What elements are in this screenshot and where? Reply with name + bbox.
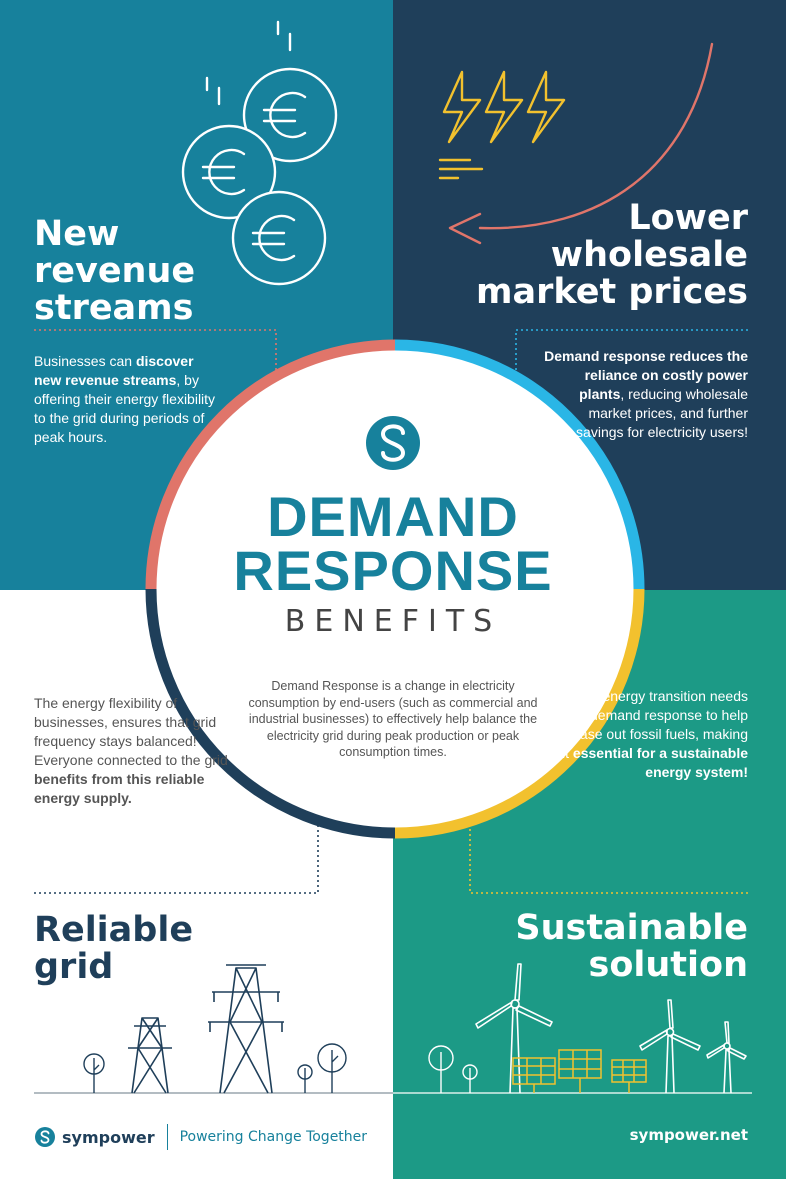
solar-panel-icon — [512, 1057, 556, 1093]
center-circle — [150, 344, 640, 834]
power-pylon-icon — [208, 964, 284, 1094]
tagline: Powering Change Together — [179, 1129, 368, 1145]
dotted-connector-grid — [34, 818, 319, 894]
title-line-response: RESPONSE — [233, 539, 553, 602]
speed-lines — [438, 158, 484, 180]
title-benefits: BENEFITS — [284, 604, 502, 639]
grid-text: The energy flexibility of businesses, en… — [34, 695, 228, 806]
lightning-bolt-icon — [526, 70, 566, 144]
sympower-logo-icon — [35, 1127, 55, 1147]
wind-turbine-icon — [639, 999, 701, 1094]
euro-coin-icon — [242, 67, 338, 163]
lightning-bolt-icon — [484, 70, 524, 144]
tree-icon — [83, 1053, 105, 1093]
dotted-connector-sustainable — [469, 820, 748, 894]
center-ring — [145, 339, 645, 839]
revenue-heading: New revenue streams — [34, 214, 196, 328]
power-pylon-icon — [128, 1017, 172, 1094]
solar-panel-icon — [558, 1049, 602, 1093]
tree-icon — [428, 1045, 454, 1093]
prices-text: Demand response reduces the reliance on … — [544, 348, 748, 440]
falling-lines — [205, 76, 221, 106]
dotted-connector-revenue — [34, 329, 277, 372]
grid-heading: Reliable grid — [34, 910, 194, 987]
dotted-connector-prices — [515, 329, 748, 376]
curved-arrow-icon — [448, 42, 714, 245]
title-line-demand: DEMAND — [267, 485, 519, 548]
falling-lines — [276, 20, 292, 52]
sustainable-heading: Sustainable solution — [515, 908, 748, 985]
footer-brand: sympower Powering Change Together — [34, 1124, 367, 1150]
website-link[interactable]: sympower.net — [629, 1126, 748, 1144]
sustainable-text: The energy transition needs demand respo… — [562, 688, 748, 780]
prices-heading: Lower wholesale market prices — [476, 198, 748, 312]
sympower-logo-icon — [366, 416, 420, 470]
solar-panel-icon — [611, 1059, 647, 1093]
footer-divider — [166, 1124, 168, 1150]
lightning-bolt-icon — [442, 70, 482, 144]
tree-icon — [462, 1064, 478, 1093]
logo-text: sympower — [62, 1127, 155, 1147]
tree-icon — [317, 1043, 347, 1093]
wind-turbine-icon — [475, 963, 553, 1094]
revenue-text: Businesses can discover new revenue stre… — [34, 353, 216, 445]
center-title: DEMAND RESPONSE BENEFITS — [200, 485, 586, 642]
euro-coin-icon — [181, 124, 277, 220]
euro-coin-icon — [231, 190, 327, 286]
wind-turbine-icon — [706, 1021, 747, 1094]
center-description: Demand Response is a change in electrici… — [248, 679, 538, 759]
tree-icon — [297, 1064, 313, 1093]
